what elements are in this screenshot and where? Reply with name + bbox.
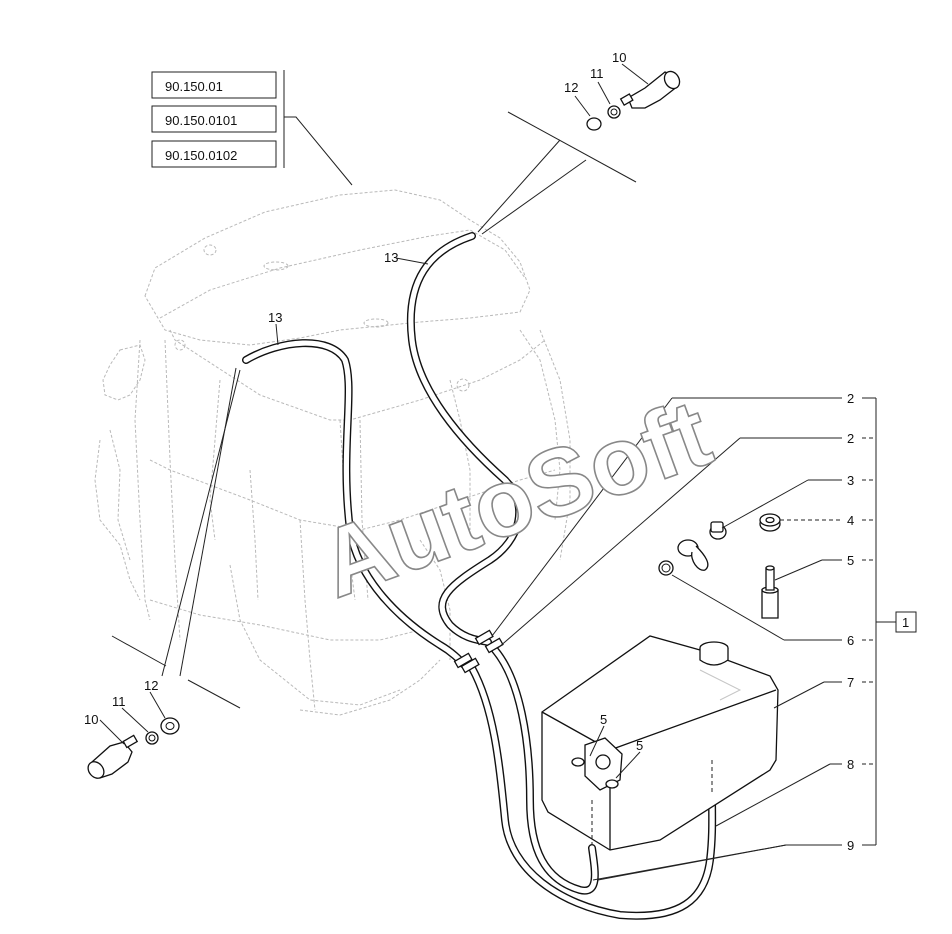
callout-5-tank-a: 5 — [600, 712, 607, 727]
callout-6: 6 — [847, 633, 854, 648]
callout-12-top: 12 — [564, 80, 578, 95]
left-nozzle-assembly[interactable] — [85, 717, 180, 781]
other-callout-leaders — [99, 63, 649, 779]
nozzle-leaders — [111, 111, 637, 709]
washer-hoses — [242, 232, 717, 920]
callout-9: 9 — [847, 838, 854, 853]
top-nozzle-assembly[interactable] — [586, 69, 683, 131]
ref-leader — [284, 116, 353, 186]
callout-11-left: 11 — [112, 694, 126, 709]
callout-13-left: 13 — [268, 310, 282, 325]
ref-code-1: 90.150.01 — [165, 79, 223, 94]
callout-2a: 2 — [847, 391, 854, 406]
callout-10-left: 10 — [84, 712, 98, 727]
callout-8: 8 — [847, 757, 854, 772]
ref-code-box-1[interactable] — [151, 71, 277, 99]
ref-code-2: 90.150.0101 — [165, 113, 237, 128]
group-label: 1 — [902, 615, 909, 630]
washer-pump[interactable] — [761, 565, 779, 619]
hose-connectors — [453, 629, 504, 674]
seal-ring[interactable] — [658, 560, 674, 576]
callout-3: 3 — [847, 473, 854, 488]
callout-2b: 2 — [847, 431, 854, 446]
filler-cap[interactable] — [677, 521, 727, 571]
callout-4: 4 — [847, 513, 854, 528]
grommet[interactable] — [759, 513, 781, 532]
ref-code-box-2[interactable] — [151, 105, 277, 133]
callout-11-top: 11 — [590, 66, 604, 81]
right-callout-leaders — [491, 397, 896, 881]
watermark: AutoSoft — [306, 379, 723, 618]
washer-tank[interactable] — [541, 635, 779, 851]
reference-codes-panel: 90.150.01 90.150.0101 90.150.0102 — [151, 70, 353, 186]
callout-5-tank-b: 5 — [636, 738, 643, 753]
callout-12-left: 12 — [144, 678, 158, 693]
callout-5: 5 — [847, 553, 854, 568]
callout-13-top: 13 — [384, 250, 398, 265]
callout-7: 7 — [847, 675, 854, 690]
group-box[interactable] — [895, 611, 917, 633]
callout-numbers: 2 2 3 4 5 6 7 8 9 10 11 12 13 13 10 11 1… — [84, 50, 854, 853]
callout-10-top: 10 — [612, 50, 626, 65]
ref-code-3: 90.150.0102 — [165, 148, 237, 163]
ref-code-box-3[interactable] — [151, 140, 277, 168]
